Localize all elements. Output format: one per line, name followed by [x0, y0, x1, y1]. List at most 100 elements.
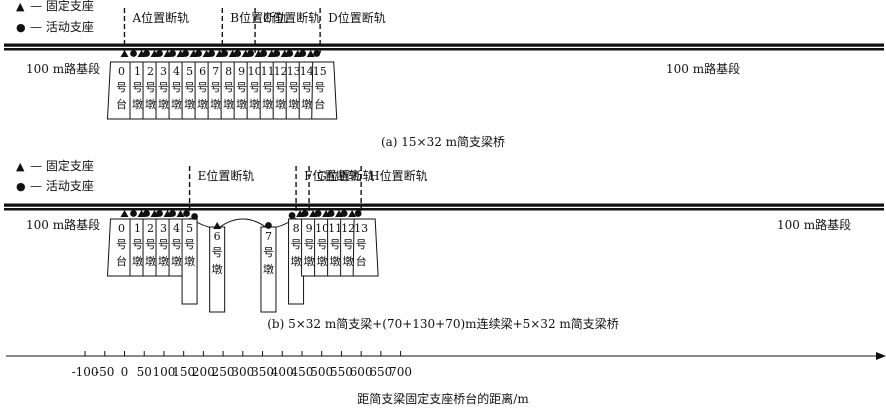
panel-a-pier-8-tail: 墩	[223, 97, 234, 111]
panel-a-pier-10-kind: 号	[249, 81, 260, 94]
panel-b-break-label-3: H位置断轨	[369, 168, 427, 183]
panel-a-pier-14-kind: 号	[301, 81, 312, 94]
panel-a-p13-r-fixed-bearing	[293, 50, 302, 57]
panel-b-pier-1-num: 1	[134, 222, 141, 235]
panel-a-p9-r-fixed-bearing	[241, 50, 250, 57]
panel-b-p9-r-fixed-bearing	[309, 210, 318, 217]
panel-a-p8-l-active-bearing	[221, 50, 229, 57]
panel-b-pier-2-tail: 墩	[145, 254, 156, 268]
panel-a-p2-r-fixed-bearing	[150, 50, 159, 57]
panel-a-pier-6-tail: 墩	[197, 97, 208, 111]
legend-b-fixed-symbol: ▲	[16, 160, 25, 173]
panel-a-p14-r-fixed-bearing	[306, 50, 315, 57]
panel-a-pier-7-num: 7	[212, 65, 219, 78]
panel-b-pier-6-num: 6	[214, 230, 221, 243]
panel-b-p6-fixed-bearing	[213, 222, 222, 229]
panel-a-p1-l-active-bearing	[130, 50, 137, 57]
panel-b-pier-3-kind: 号	[158, 238, 169, 251]
panel-a-deck-bottom	[4, 48, 884, 51]
panel-b-pier-7-tail: 墩	[263, 262, 274, 276]
panel-a-pier-8-num: 8	[225, 65, 232, 78]
panel-a-pier-15-tail: 台	[314, 97, 325, 111]
panel-a-deck-top	[4, 43, 884, 47]
axis-tick-label-2: 0	[121, 365, 129, 379]
panel-a-pier-15-num: 15	[313, 65, 327, 78]
panel-a-pier-8-kind: 号	[223, 81, 234, 94]
panel-a-p7-r-fixed-bearing	[215, 50, 224, 57]
panel-b-pier-10-kind: 号	[317, 238, 328, 251]
axis-tick-label-15: 650	[369, 365, 392, 379]
panel-a-break-label-3: D位置断轨	[328, 10, 386, 25]
panel-a-pier-5-num: 5	[186, 65, 193, 78]
panel-b-p11-r-fixed-bearing	[335, 210, 344, 217]
panel-a-p15-active-bearing	[313, 50, 321, 57]
panel-b-pier-4-kind: 号	[171, 238, 182, 251]
axis-tick-label-8: 300	[231, 365, 254, 379]
panel-b-pier-3-tail: 墩	[158, 254, 169, 268]
panel-a-pier-9-num: 9	[238, 65, 245, 78]
legend-fixed-symbol: ▲	[16, 0, 25, 13]
panel-a-pier-9-tail: 墩	[236, 97, 247, 111]
panel-a-pier-11-tail: 墩	[262, 97, 273, 111]
axis-arrow-icon	[876, 352, 886, 360]
panel-b-p8-l-active-bearing	[288, 212, 296, 219]
panel-a-pier-12-tail: 墩	[275, 97, 286, 111]
panel-a-p10-r-fixed-bearing	[254, 50, 263, 57]
panel-a-pier-2-tail: 墩	[145, 97, 156, 111]
panel-a-p8-r-fixed-bearing	[228, 50, 237, 57]
panel-a-p13-l-active-bearing	[286, 50, 294, 57]
panel-b-p11-l-active-bearing	[327, 210, 335, 217]
panel-b-left-label: 100 m路基段	[26, 217, 100, 232]
axis-tick-label-10: 400	[271, 365, 294, 379]
panel-a-pier-0-num: 0	[118, 65, 125, 78]
panel-a-pier-4-kind: 号	[171, 81, 182, 94]
axis-label: 距简支梁固定支座桥台的距离/m	[357, 391, 529, 406]
panel-a-p14-l-active-bearing	[299, 50, 307, 57]
panel-b-pier-13-kind: 号	[356, 238, 367, 251]
panel-b-p12-l-active-bearing	[340, 210, 348, 217]
panel-a-pier-14-tail: 墩	[301, 97, 312, 111]
panel-b-pier-7-kind: 号	[263, 246, 274, 259]
axis-tick-label-16: 700	[389, 365, 412, 379]
panel-a-pier-6-kind: 号	[197, 81, 208, 94]
panel-b-pier-13-tail: 台	[356, 254, 367, 268]
panel-a-break-label-0: A位置断轨	[132, 10, 190, 25]
panel-a-pier-15-kind: 号	[314, 81, 325, 94]
panel-b-pier-8-kind: 号	[291, 238, 302, 251]
panel-b-p13-active-bearing	[354, 210, 362, 217]
panel-b-pier-3-num: 3	[160, 222, 167, 235]
panel-a-p7-l-active-bearing	[208, 50, 216, 57]
panel-a-p6-r-fixed-bearing	[202, 50, 211, 57]
panel-a-pier-7-tail: 墩	[210, 97, 221, 111]
panel-a-pier-11-kind: 号	[262, 81, 273, 94]
panel-b-break-label-0: E位置断轨	[198, 168, 255, 183]
panel-b-caption: (b) 5×32 m简支梁+(70+130+70)m连续梁+5×32 m简支梁桥	[267, 316, 619, 331]
panel-b-p4-r-fixed-bearing	[176, 210, 185, 217]
panel-a-p10-l-active-bearing	[247, 50, 255, 57]
panel-b-pier-6-tail: 墩	[212, 262, 223, 276]
legend-active-symbol: ●	[16, 21, 26, 34]
panel-b-p3-r-fixed-bearing	[163, 210, 172, 217]
panel-b-pier-11-tail: 墩	[330, 254, 341, 268]
panel-b-pier-2-kind: 号	[145, 238, 156, 251]
panel-b-pier-0-num: 0	[118, 222, 125, 235]
panel-b-pier-9-tail: 墩	[304, 254, 315, 268]
panel-b-p2-l-active-bearing	[143, 210, 150, 217]
panel-a-p9-l-active-bearing	[234, 50, 242, 57]
panel-a-p11-r-fixed-bearing	[267, 50, 276, 57]
panel-a-pier-4-tail: 墩	[171, 97, 182, 111]
panel-a-p0-fixed-bearing	[120, 50, 129, 57]
panel-b-p8-r-fixed-bearing	[296, 210, 305, 217]
panel-a-pier-12-num: 12	[274, 65, 288, 78]
panel-b-pier-12-num: 12	[341, 222, 355, 235]
panel-b-p3-l-active-bearing	[156, 210, 163, 217]
panel-b-pier-1-kind: 号	[132, 238, 143, 251]
legend-a: ▲ — 固定支座 ● — 活动支座	[16, 0, 94, 34]
panel-b-deck-bottom	[4, 208, 884, 211]
